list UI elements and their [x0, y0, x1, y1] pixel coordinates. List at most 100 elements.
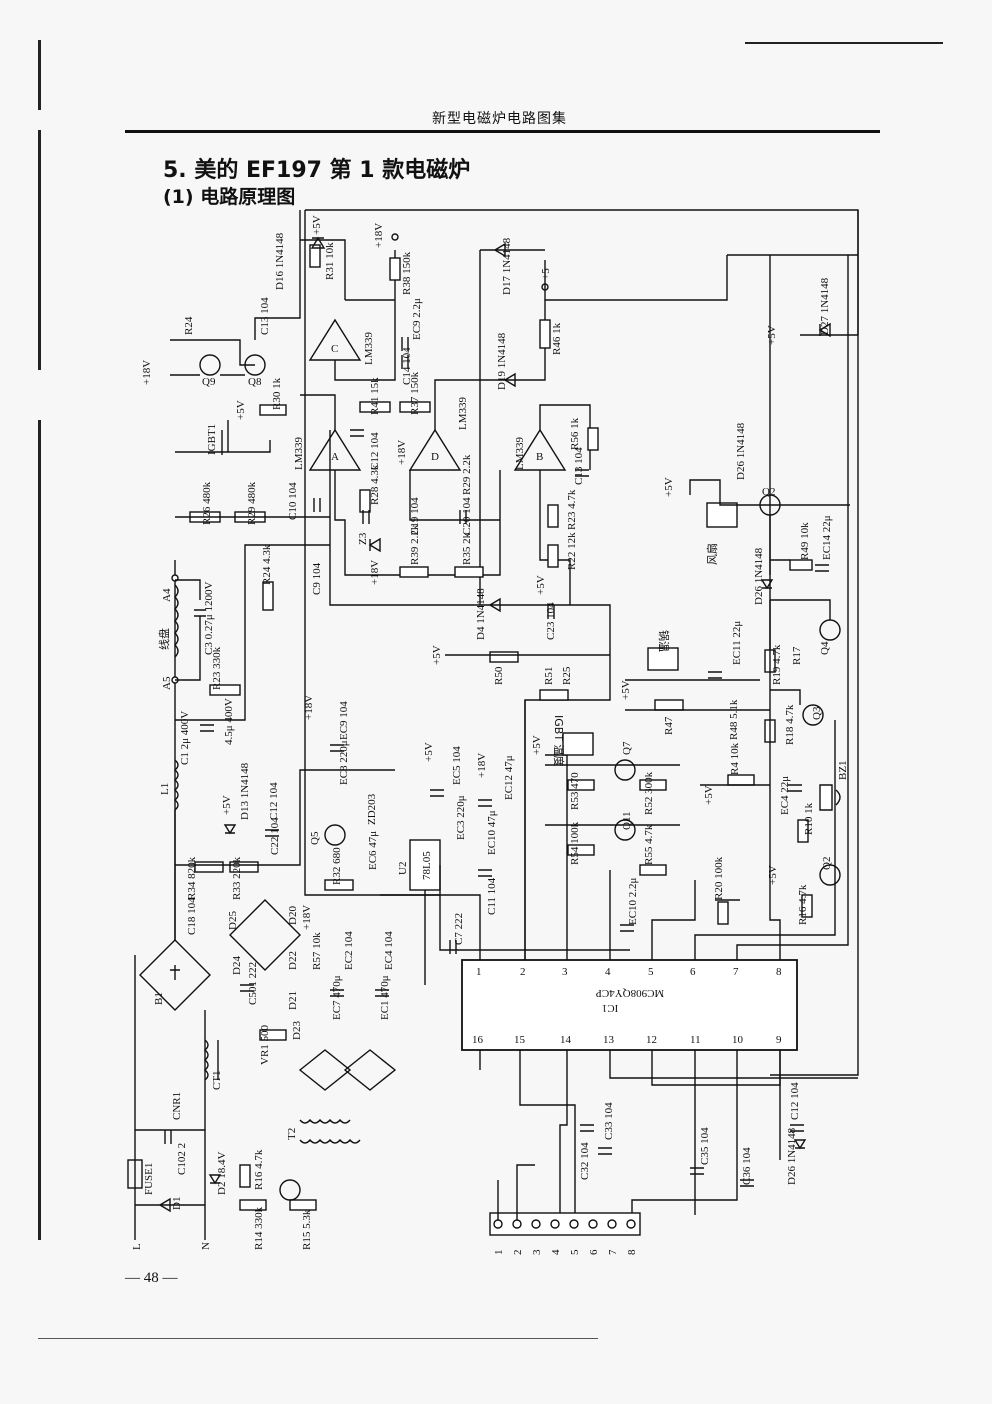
label-r32: R32 680: [331, 847, 343, 885]
ic1-pin-8: 8: [776, 966, 782, 978]
label-cnr1: CNR1: [171, 1092, 183, 1120]
label-c1: C1 2μ 400V: [179, 711, 191, 765]
label-d25: D25: [227, 911, 239, 930]
label-d16: D16 1N4148: [274, 232, 286, 290]
label-c19: C19 104: [409, 497, 421, 535]
ic1-pin-3: 3: [562, 966, 568, 978]
label-ec5: EC5 104: [451, 746, 463, 785]
rail-label: +5V: [703, 785, 715, 805]
label-r10: R10 1k: [803, 802, 815, 835]
label-r53: R53 470: [569, 772, 581, 810]
label-r52: R52 300k: [643, 771, 655, 815]
label-r56: R56 1k: [569, 417, 581, 450]
label-d20: D20: [287, 906, 299, 925]
label-r49: R49 10k: [799, 522, 811, 560]
label-d19: D19 1N4148: [496, 332, 508, 390]
rail-label: +5: [540, 268, 552, 280]
label-ec8: EC8 220μ: [338, 740, 350, 785]
label-ec4: EC4 104: [383, 931, 395, 970]
label-zd203: ZD203: [366, 793, 378, 825]
ic1-pin-11: 11: [690, 1034, 701, 1046]
rail-label: +18V: [373, 223, 385, 248]
ic1-pin-12: 12: [646, 1034, 657, 1046]
conn-pin-6: 6: [588, 1249, 600, 1255]
comparator-d-label: LM339: [457, 397, 469, 431]
label-r19: R19 4.7k: [771, 644, 783, 685]
label-q2a: Q2: [762, 486, 775, 498]
label-r54: R54 100k: [569, 821, 581, 865]
label-q3: Q3: [811, 706, 823, 720]
label-r20: R20 100k: [713, 856, 725, 900]
book-title: 新型电磁炉电路图集: [432, 112, 567, 127]
label-c22: C22 104: [269, 817, 281, 855]
label-r22: R22 12k: [566, 532, 578, 570]
section-title: 5. 美的 EF197 第 1 款电磁炉: [163, 158, 471, 183]
label-r18: R18 4.7k: [784, 704, 796, 745]
regulator-part: 78L05: [421, 851, 433, 880]
net-A4: A4: [161, 588, 173, 602]
label-c501: C501 222: [247, 962, 259, 1005]
label-c12a: C12 104: [268, 782, 280, 820]
label-l1: L1: [159, 783, 171, 795]
label-c20: C20 104: [461, 497, 473, 535]
label-d1: D1: [171, 1197, 183, 1210]
comparator-a-label: LM339: [293, 437, 305, 471]
label-r55: R55 4.7k: [643, 824, 655, 865]
label-r34: R34 820k: [186, 856, 198, 900]
conn-pin-2: 2: [512, 1250, 524, 1256]
net-fan: 风扇: [705, 543, 719, 565]
label-q11: Q11: [621, 811, 633, 830]
label-r28: R28 4.3k: [369, 464, 381, 505]
ic1-pin-2: 2: [520, 966, 526, 978]
label-c35: C35 104: [699, 1127, 711, 1165]
label-r30: R30 1k: [271, 377, 283, 410]
rail-label: +18V: [303, 695, 315, 720]
label-d26b: D26 1N4148: [753, 547, 765, 605]
rail-label: +5V: [535, 575, 547, 595]
rail-label: +5V: [431, 645, 443, 665]
ic1-ref: IC1: [602, 1002, 619, 1014]
label-c18: C18 104: [186, 897, 198, 935]
net-igbt-temp: IGBT 温度: [552, 715, 566, 767]
label-c1b: 4.5μ 400V: [223, 698, 235, 745]
label-r14: R14 330k: [253, 1206, 265, 1250]
label-ec3: EC3 220μ: [455, 795, 467, 840]
net-pot-temp: 锅温: [657, 630, 670, 652]
label-ec7: EC7 470μ: [331, 975, 343, 1020]
label-fuse1: FUSE1: [143, 1163, 155, 1195]
comparator-b-unit: B: [536, 451, 543, 463]
label-ec4b: EC4 22μ: [779, 776, 791, 815]
rail-label: +18V: [396, 440, 408, 465]
label-r29b: R29 2.2k: [461, 454, 473, 495]
label-ec6: EC6 47μ: [367, 831, 379, 870]
label-q2b: Q2: [821, 857, 833, 870]
rail-label: +5V: [221, 795, 233, 815]
top-rule: [745, 42, 943, 44]
rail-label: +18V: [301, 905, 313, 930]
ic1-pin-10: 10: [732, 1034, 744, 1046]
ic1-pin-13: 13: [603, 1034, 615, 1046]
bridge-b1: [139, 939, 211, 1011]
label-r37: R37 150k: [409, 371, 421, 415]
label-c10: C10 104: [287, 482, 299, 520]
conn-pin-3: 3: [531, 1249, 543, 1255]
label-ec9a: EC9 2.2μ: [411, 298, 423, 340]
label-c32: C32 104: [579, 1142, 591, 1180]
label-ct1: CT1: [211, 1070, 223, 1090]
label-ec10b: EC10 2.2μ: [627, 877, 639, 925]
label-d27: D27 1N4148: [819, 277, 831, 335]
label-r24: R24: [183, 316, 195, 335]
label-r39: R39 2.2k: [409, 524, 421, 565]
label-ec10a: EC10 47μ: [486, 810, 498, 855]
label-c12c: C12 104: [789, 1082, 801, 1120]
label-vr1: VR1 500: [259, 1024, 271, 1065]
label-c12b: C12 104: [369, 432, 381, 470]
label-c36: C36 104: [741, 1147, 753, 1185]
label-c14: C14 104: [401, 347, 413, 385]
label-r26: R26 480k: [201, 481, 213, 525]
label-ec2: EC2 104: [343, 931, 355, 970]
label-r50: R50: [493, 666, 505, 685]
rail-label: +5V: [663, 477, 675, 497]
